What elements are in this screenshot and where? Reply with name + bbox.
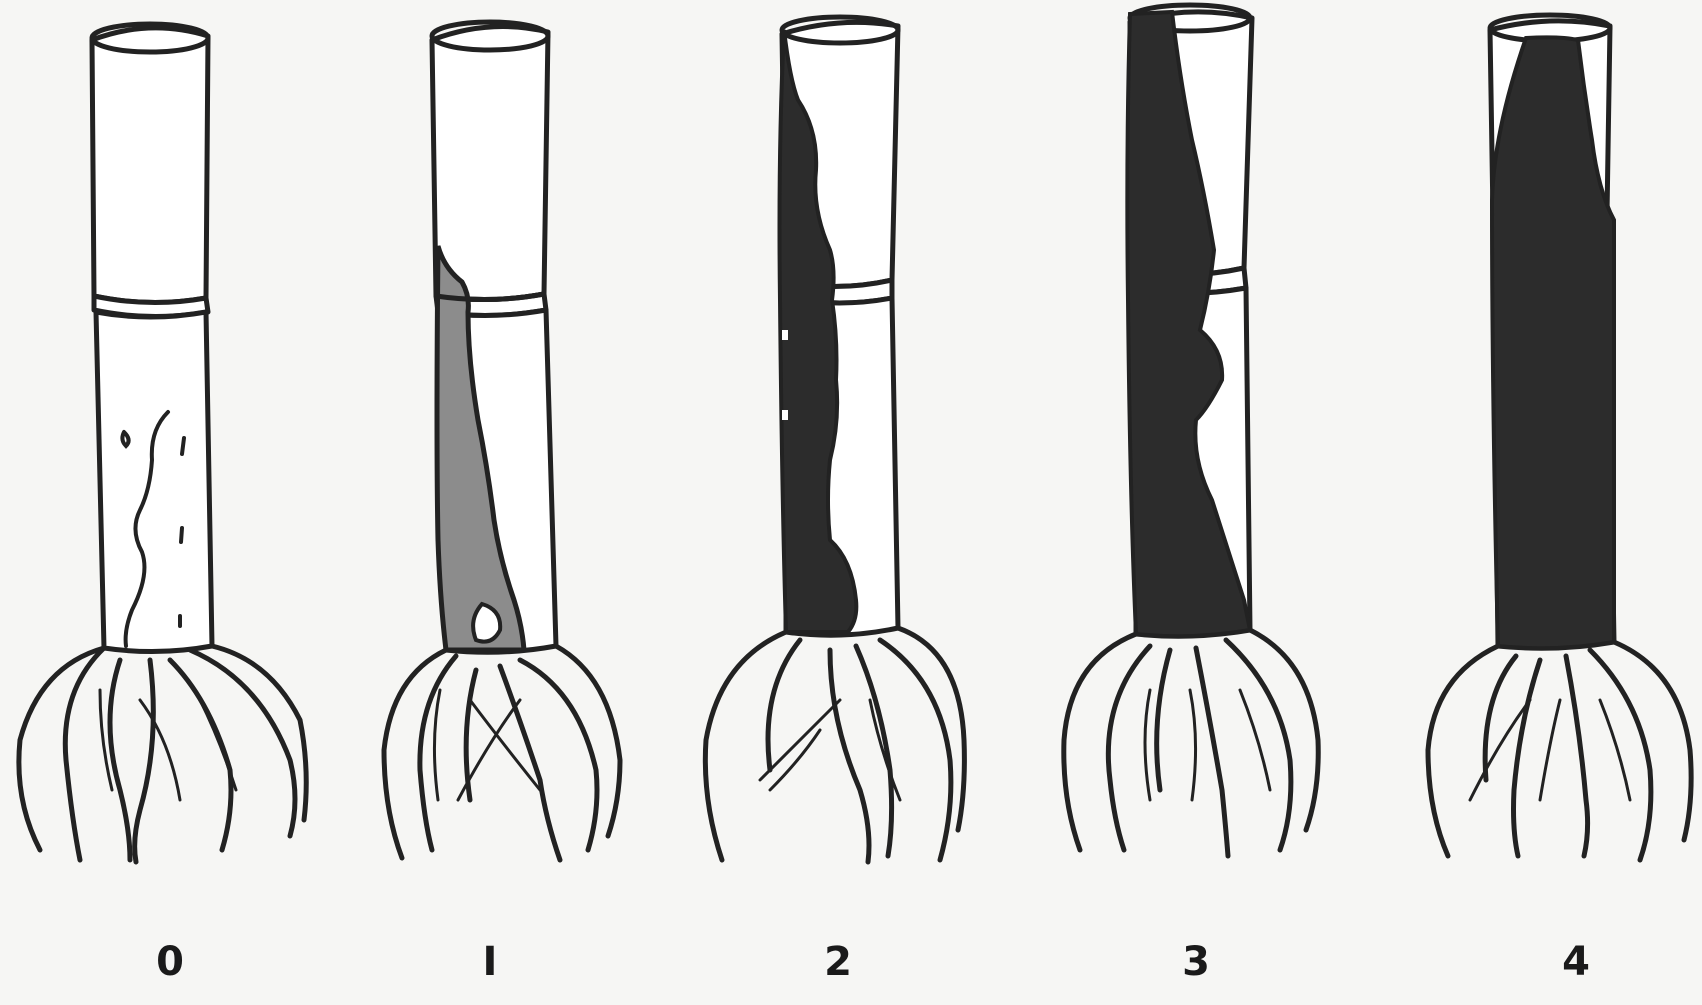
score-label-4: 4 [1516, 942, 1636, 982]
roots-3 [1064, 630, 1318, 856]
score-label-1: I [430, 942, 550, 982]
score-label-0: 0 [110, 942, 230, 982]
stem-score-3 [1064, 5, 1318, 856]
stem-score-1 [384, 22, 620, 860]
roots-1 [384, 646, 620, 860]
roots-2 [705, 628, 964, 862]
roots-0 [19, 646, 306, 862]
stem-score-2 [705, 17, 964, 862]
roots-4 [1428, 642, 1691, 860]
score-label-2: 2 [778, 942, 898, 982]
stem-score-4 [1428, 15, 1691, 860]
score-label-3: 3 [1136, 942, 1256, 982]
stem-score-0 [19, 24, 306, 862]
